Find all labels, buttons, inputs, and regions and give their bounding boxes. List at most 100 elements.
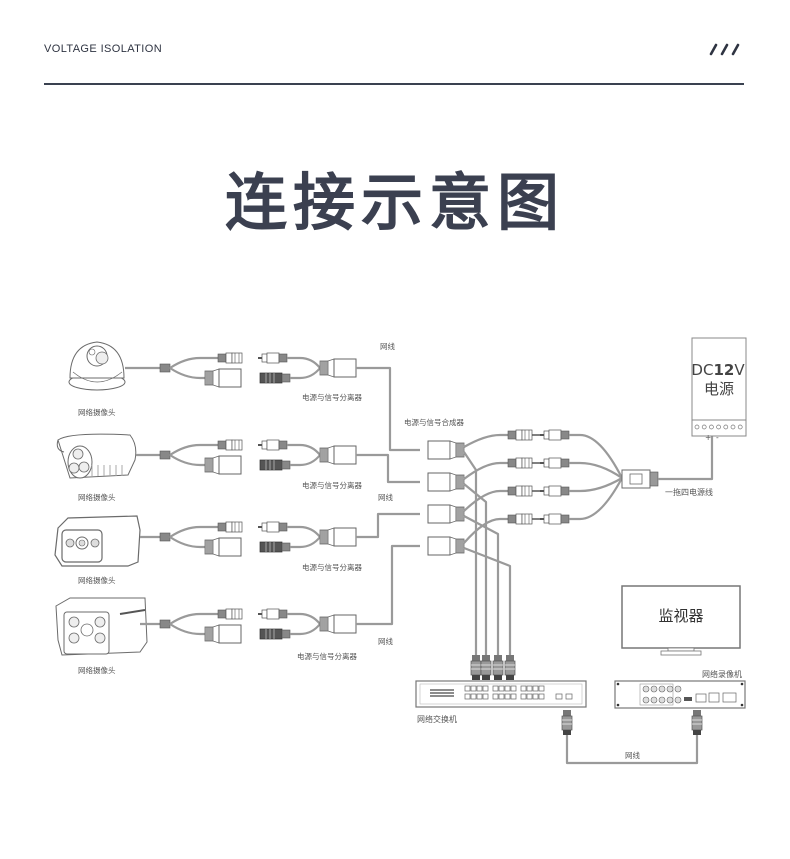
power-cable-label: 一拖四电源线 <box>665 487 713 497</box>
combiner-rj45-icon <box>427 440 465 460</box>
psu-terminal-plus: + <box>705 433 711 442</box>
pigtail-junction <box>159 363 171 373</box>
network-cable-2 <box>356 453 420 484</box>
combiner-to-switch-cable <box>463 451 478 655</box>
pigtail-power-branch <box>169 525 218 538</box>
dc-female-connector-icon <box>217 521 243 533</box>
switch-input-plug-icon <box>504 654 516 681</box>
splitter-rj45-icon <box>319 445 357 465</box>
combiner-power-cable <box>463 461 508 480</box>
dc-female-connector-icon <box>507 485 533 497</box>
splitter-power-branch <box>287 443 321 456</box>
terminal-screw-icon <box>709 424 714 430</box>
dc-black-connector-icon <box>259 459 291 471</box>
pigtail-power-branch <box>169 443 218 456</box>
dc-female-connector-icon <box>507 429 533 441</box>
splitter-label-2: 电源与信号分离器 <box>302 480 362 490</box>
combiner-power-cable <box>463 517 508 544</box>
combiner-to-switch-cable <box>463 515 500 655</box>
rj45-connector-icon <box>204 368 242 388</box>
splitter-rj45-icon <box>319 527 357 547</box>
splitter-signal-branch <box>290 454 321 467</box>
power-supply-cable <box>658 432 714 481</box>
power-split-cable <box>569 477 623 521</box>
terminal-screw-icon <box>723 424 729 430</box>
splitter-signal-branch <box>290 536 321 549</box>
dc-male-connector-icon <box>539 429 570 441</box>
dc-female-connector-icon <box>507 513 533 525</box>
bullet-camera-icon <box>56 433 137 479</box>
dc-female-connector-icon <box>217 608 243 620</box>
combiner-rj45-icon <box>427 504 465 524</box>
network-cable-4 <box>356 544 420 626</box>
pigtail-power-branch <box>169 612 218 625</box>
splitter-rj45-icon <box>319 358 357 378</box>
combiner-power-cable <box>463 433 508 448</box>
rj45-connector-icon <box>204 537 242 557</box>
monitor-neck <box>667 647 695 652</box>
combiner-to-switch-cable <box>463 483 488 655</box>
nvr-label: 网络录像机 <box>702 669 742 679</box>
network-switch-icon <box>415 680 587 708</box>
nvr-icon <box>614 680 746 709</box>
camera-label-2: 网络摄像头 <box>78 492 116 502</box>
camera-label-3: 网络摄像头 <box>78 575 116 585</box>
psu-label: 电源 <box>704 380 734 398</box>
pigtail-network-branch <box>169 536 205 549</box>
psu-terminal-minus: - <box>716 433 719 442</box>
splitter-power-branch <box>287 356 321 369</box>
camera-label-4: 网络摄像头 <box>78 665 116 675</box>
rj45-connector-icon <box>204 624 242 644</box>
pigtail-power-branch <box>169 356 218 369</box>
switch-input-plug-icon <box>480 654 492 681</box>
splitter-label-3: 电源与信号分离器 <box>302 562 362 572</box>
dc-female-connector-icon <box>217 439 243 451</box>
switch-input-plug-icon <box>492 654 504 681</box>
terminal-screw-icon <box>716 424 721 430</box>
splitter-power-branch <box>287 612 321 625</box>
dc-male-connector-icon <box>257 352 288 364</box>
dc-female-connector-icon <box>507 457 533 469</box>
combiner-label: 电源与信号合成器 <box>404 417 464 427</box>
switch-input-plug-icon <box>470 654 482 681</box>
network-cable-1 <box>356 366 420 452</box>
dome-camera-icon <box>68 341 126 391</box>
large-bullet-camera-icon <box>55 597 148 656</box>
dc-male-connector-icon <box>539 513 570 525</box>
dc-female-connector-icon <box>217 352 243 364</box>
combiner-to-switch-cable <box>463 546 512 655</box>
combiner-power-cable <box>463 489 508 512</box>
splitter-rj45-icon <box>319 614 357 634</box>
cable-label-3: 网线 <box>378 636 393 646</box>
power-split-cable <box>569 433 623 479</box>
dc-male-connector-icon <box>539 457 570 469</box>
splitter-signal-branch <box>290 367 321 380</box>
bottom-cable-label: 网线 <box>625 750 640 760</box>
power-hub-plug <box>649 471 659 487</box>
page-title: 连接示意图 <box>224 166 565 239</box>
monitor-stand <box>660 650 702 656</box>
power-hub-window <box>629 473 643 485</box>
monitor-label: 监视器 <box>658 607 703 625</box>
switch-nvr-cable <box>565 735 699 765</box>
splitter-label-4: 电源与信号分离器 <box>297 651 357 661</box>
cable-label-1: 网线 <box>380 341 395 351</box>
switch-label: 网络交换机 <box>417 714 457 724</box>
pigtail-junction <box>159 450 171 460</box>
psu-voltage: DC12V <box>691 361 745 379</box>
triple-slash-icon <box>709 43 740 56</box>
terminal-screw-icon <box>701 424 707 430</box>
cable-label-2: 网线 <box>378 492 393 502</box>
dc-black-connector-icon <box>259 628 291 640</box>
combiner-rj45-icon <box>427 472 465 492</box>
pigtail-network-branch <box>169 454 205 467</box>
dc-black-connector-icon <box>259 372 291 384</box>
camera-label-1: 网络摄像头 <box>78 407 116 417</box>
section-label: VOLTAGE ISOLATION <box>44 43 163 55</box>
box-camera-icon <box>54 515 141 567</box>
splitter-power-branch <box>287 525 321 538</box>
dc-black-connector-icon <box>259 541 291 553</box>
pigtail-junction <box>159 619 171 629</box>
terminal-screw-icon <box>694 424 700 430</box>
